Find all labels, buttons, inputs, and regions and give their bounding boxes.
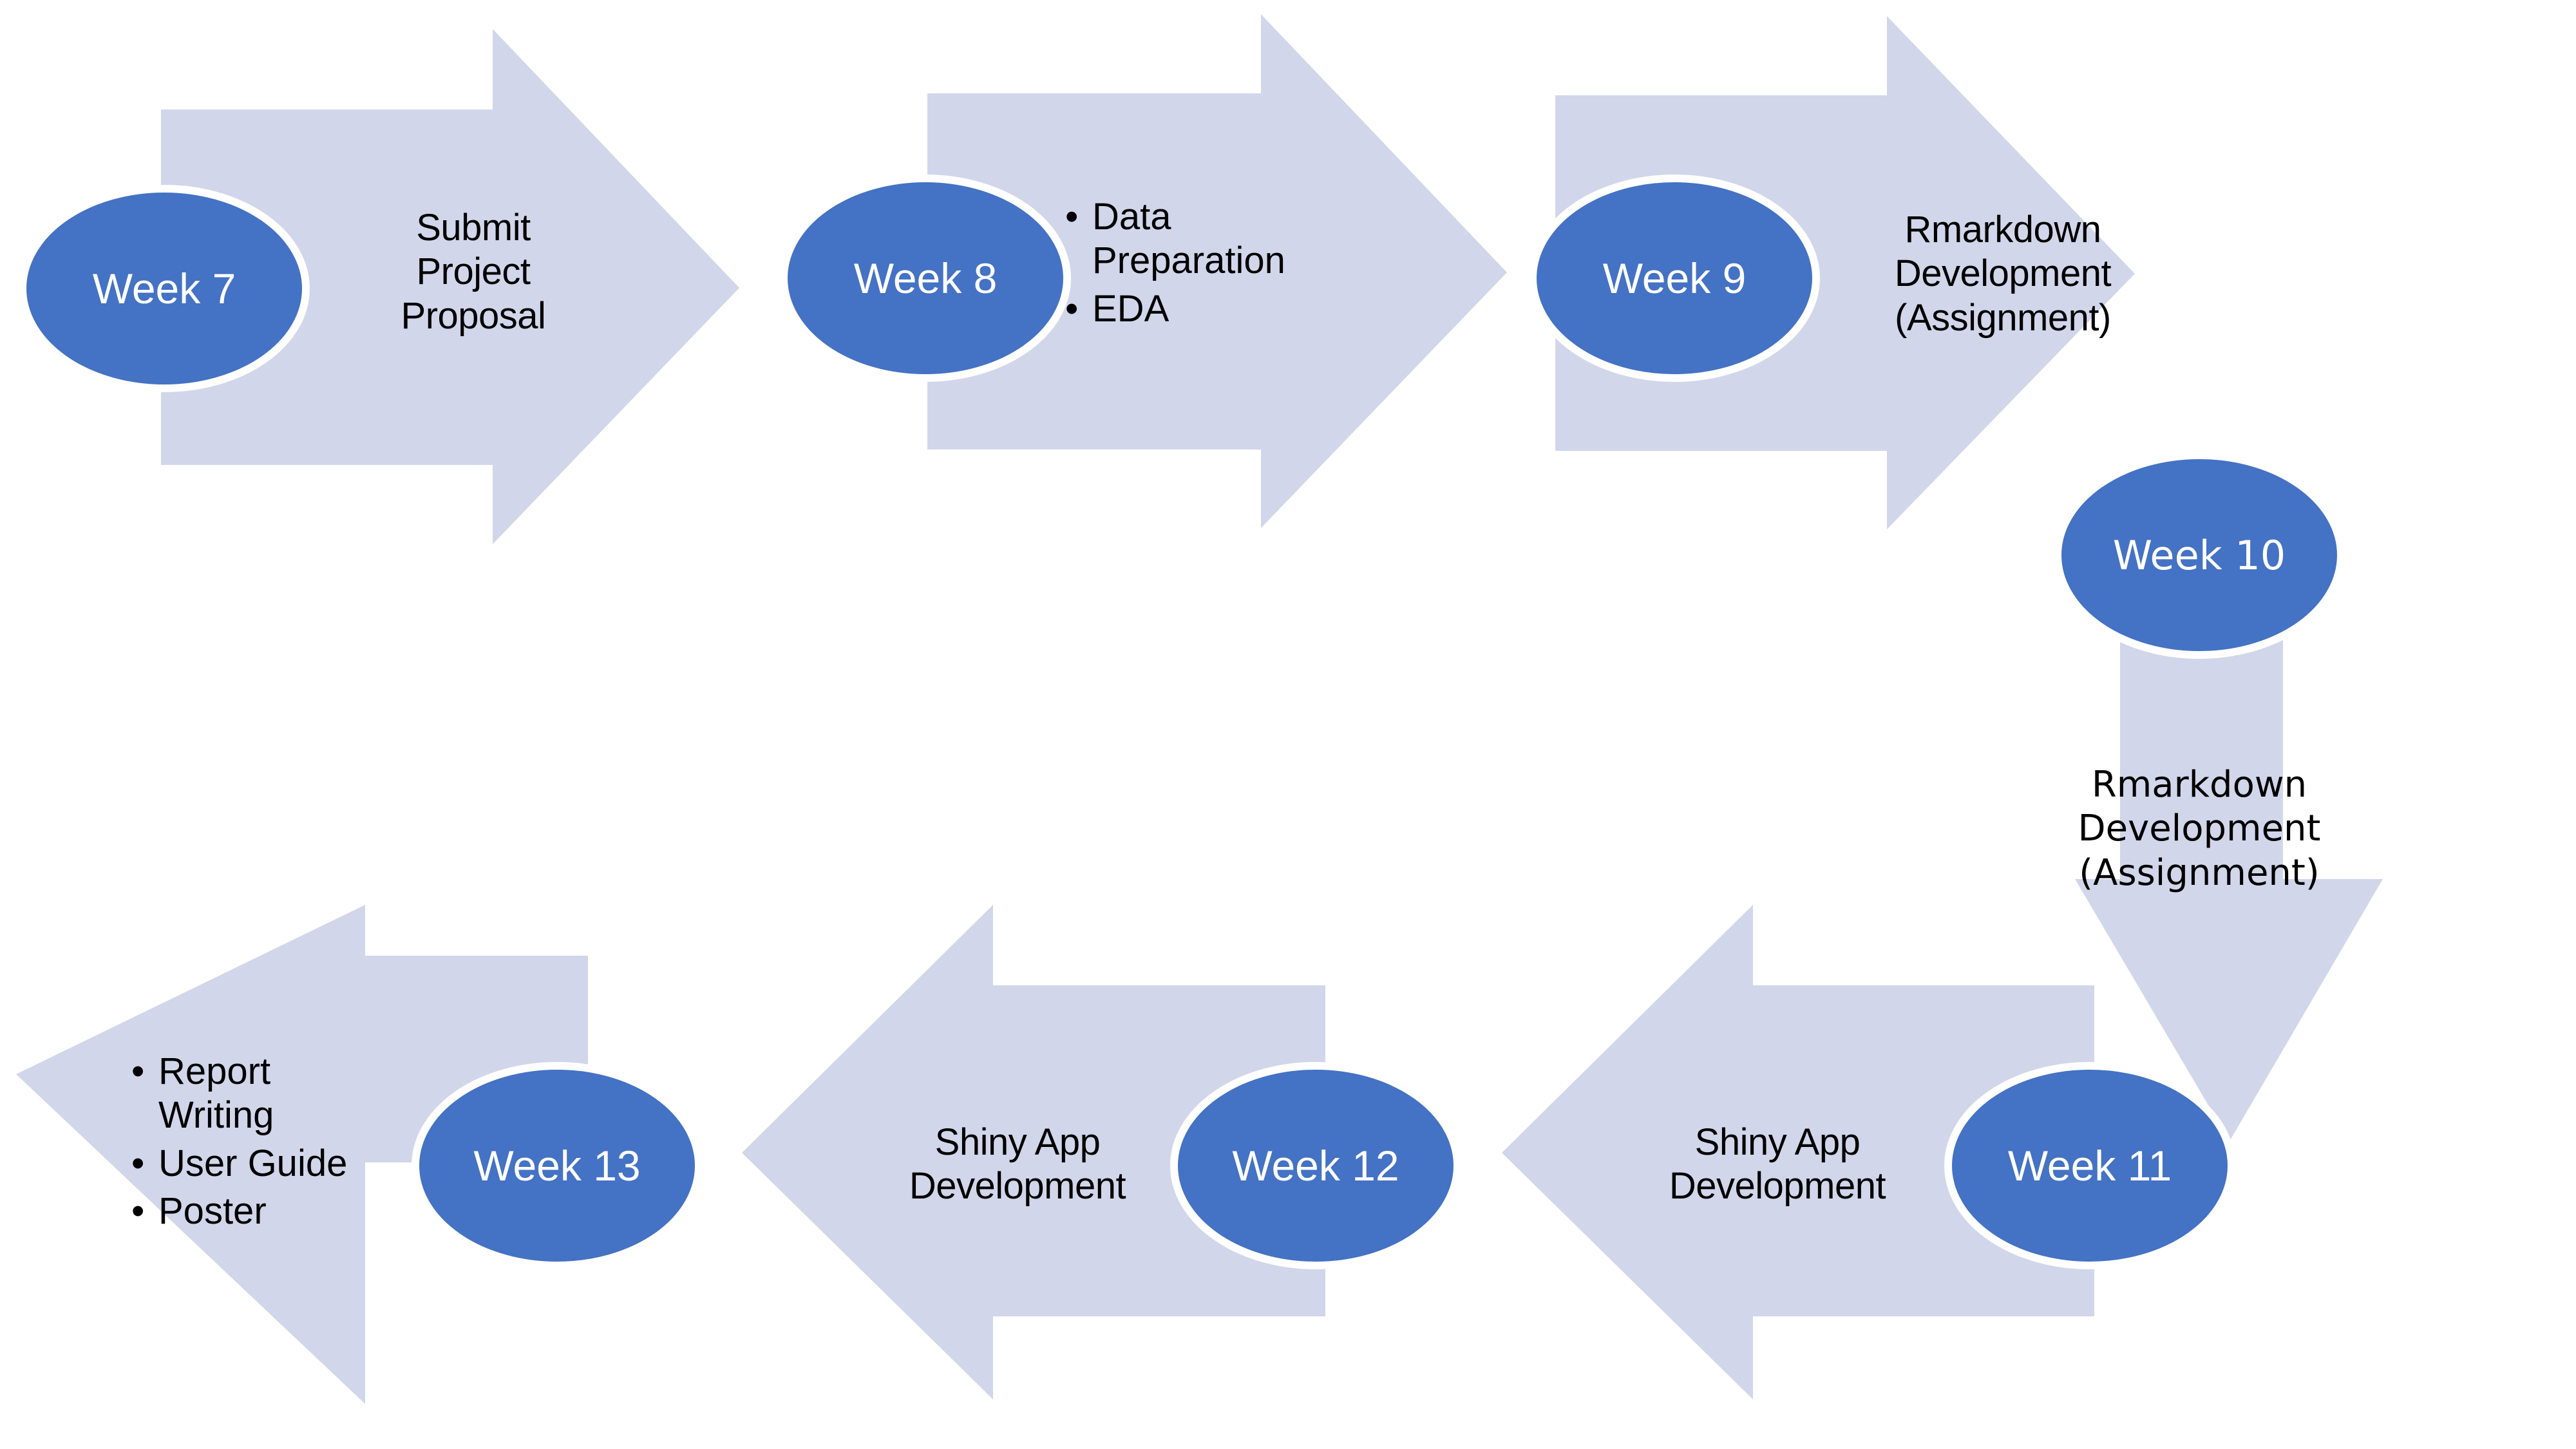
arrow-shape-week-11[interactable] bbox=[1502, 905, 2094, 1399]
arrow-shape-week-7[interactable] bbox=[161, 29, 739, 544]
step-circle-label-week-10: Week 10 bbox=[2112, 532, 2286, 579]
step-circle-label-week-13: Week 13 bbox=[473, 1142, 641, 1189]
step-circle-label-week-9: Week 9 bbox=[1602, 254, 1747, 302]
list-item: Poster bbox=[129, 1189, 406, 1234]
step-circle-label-week-11: Week 11 bbox=[2007, 1142, 2172, 1189]
step-circle-label-week-12: Week 12 bbox=[1232, 1142, 1399, 1189]
step-circle-label-week-7: Week 7 bbox=[92, 265, 236, 312]
arrow-shape-week-10[interactable] bbox=[2075, 555, 2383, 1141]
bullet-text-poster: Poster bbox=[158, 1190, 267, 1233]
step-circle-week-12[interactable] bbox=[1170, 1062, 1461, 1269]
list-item: EDA bbox=[1063, 287, 1365, 332]
step-circle-week-11[interactable] bbox=[1944, 1062, 2235, 1269]
step-circle-week-13[interactable] bbox=[412, 1062, 703, 1269]
step-circle-week-9[interactable] bbox=[1529, 175, 1820, 382]
arrow-shape-week-12[interactable] bbox=[742, 905, 1325, 1399]
step-circle-week-7[interactable] bbox=[19, 185, 310, 392]
bullet-text-user-guide: User Guide bbox=[158, 1142, 348, 1184]
bullet-text-eda: EDA bbox=[1092, 287, 1170, 330]
arrow-shape-week-9[interactable] bbox=[1555, 16, 2135, 529]
list-item: User Guide bbox=[129, 1142, 406, 1186]
step-circle-label-week-8: Week 8 bbox=[853, 254, 998, 302]
step-circle-week-10[interactable] bbox=[2054, 451, 2345, 659]
